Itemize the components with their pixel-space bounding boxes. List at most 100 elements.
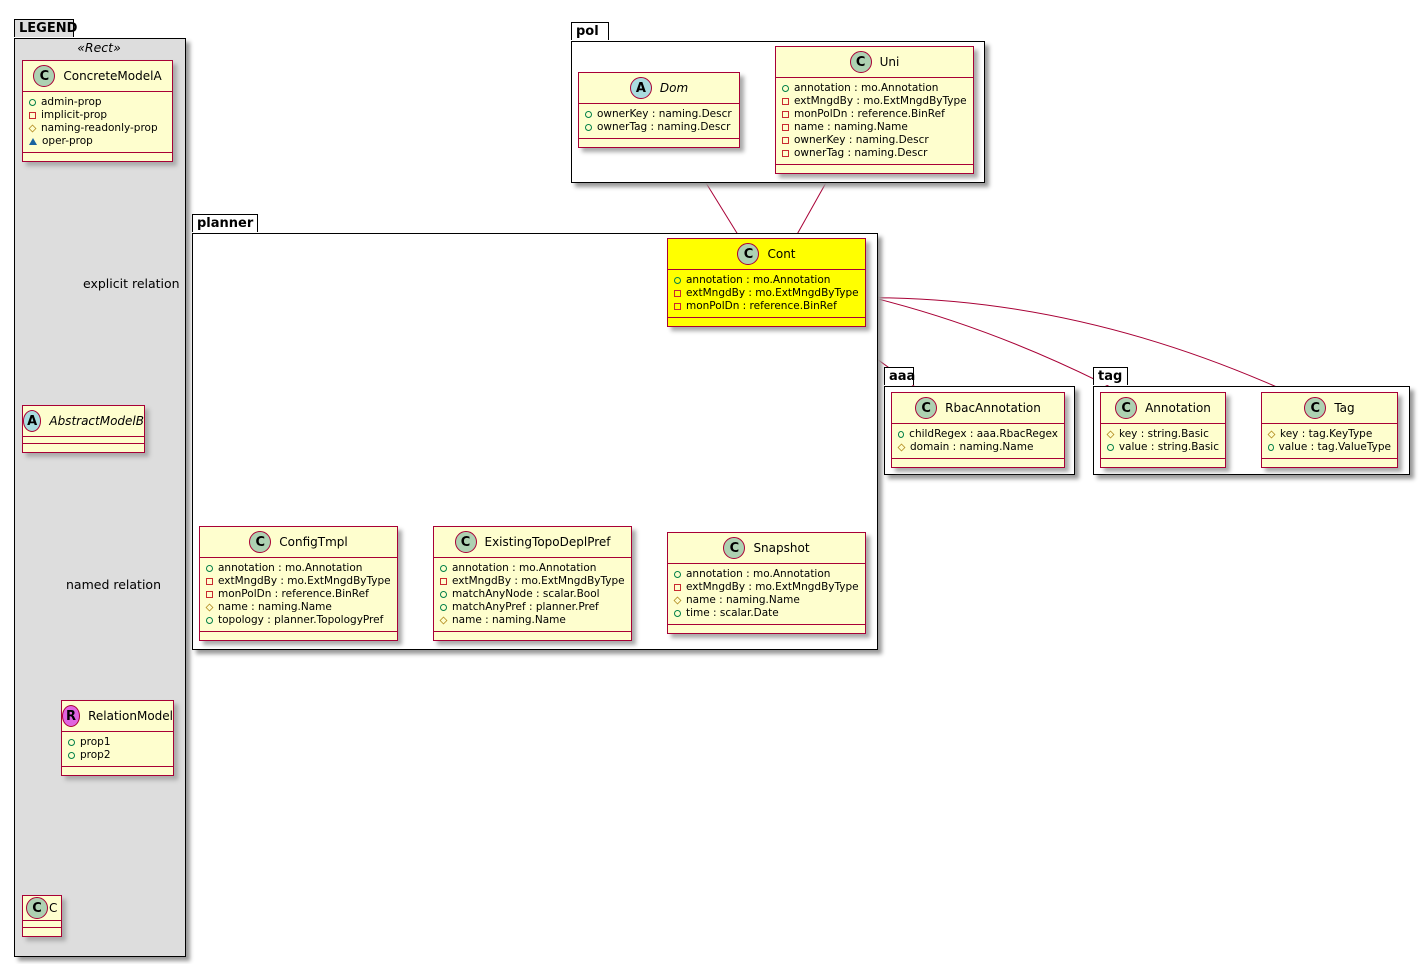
class-attributes (23, 921, 61, 928)
attribute: naming-readonly-prop (28, 122, 166, 135)
attribute-text: matchAnyPref : planner.Pref (452, 601, 599, 613)
class-methods (668, 625, 865, 633)
class-methods (434, 632, 631, 640)
attribute: annotation : mo.Annotation (674, 274, 859, 287)
visibility-minus-icon (29, 112, 36, 119)
attribute: name : naming.Name (673, 594, 859, 607)
class-methods (776, 165, 973, 173)
attribute-text: admin-prop (41, 96, 102, 108)
composition-edge (879, 298, 1121, 393)
visibility-minus-icon (782, 124, 789, 131)
attribute: implicit-prop (29, 109, 166, 122)
attribute: admin-prop (29, 96, 166, 109)
class-attributes (23, 437, 144, 444)
attribute-text: key : tag.KeyType (1280, 428, 1373, 440)
attribute-text: annotation : mo.Annotation (686, 568, 831, 580)
class-methods (200, 632, 397, 640)
visibility-plus-icon (440, 565, 447, 572)
attribute-text: key : string.Basic (1119, 428, 1209, 440)
attribute-text: annotation : mo.Annotation (686, 274, 831, 286)
visibility-minus-icon (674, 290, 681, 297)
attribute: annotation : mo.Annotation (206, 562, 391, 575)
relation-icon: R (62, 705, 81, 727)
attribute: time : scalar.Date (674, 607, 859, 620)
visibility-minus-icon (674, 584, 681, 591)
visibility-plus-icon (585, 111, 592, 118)
attribute: domain : naming.Name (897, 441, 1058, 454)
package-stereotype: «Rect» (77, 40, 121, 55)
attribute-text: time : scalar.Date (686, 607, 779, 619)
visibility-hash-icon (28, 124, 37, 133)
visibility-plus-icon (440, 604, 447, 611)
class-methods (23, 444, 144, 452)
visibility-plus-icon (1107, 444, 1114, 451)
visibility-hash-icon (673, 596, 682, 605)
attribute: monPolDn : reference.BinRef (674, 300, 859, 313)
attribute: matchAnyPref : planner.Pref (440, 601, 625, 614)
attribute-text: prop1 (80, 736, 111, 748)
package-label: tag (1093, 367, 1128, 385)
attribute-text: extMngdBy : mo.ExtMngdByType (218, 575, 391, 587)
visibility-plus-icon (29, 99, 36, 106)
attribute: extMngdBy : mo.ExtMngdByType (206, 575, 391, 588)
attribute-text: annotation : mo.Annotation (794, 82, 939, 94)
attribute-text: monPolDn : reference.BinRef (794, 108, 945, 120)
attribute-text: ownerKey : naming.Descr (597, 108, 732, 120)
attribute-text: topology : planner.TopologyPref (218, 614, 384, 626)
attribute: value : tag.ValueType (1268, 441, 1391, 454)
visibility-minus-icon (782, 150, 789, 157)
attribute-text: name : naming.Name (452, 614, 566, 626)
attribute-text: ownerTag : naming.Descr (794, 147, 928, 159)
visibility-plus-icon (1268, 444, 1274, 451)
attribute-text: childRegex : aaa.RbacRegex (909, 428, 1058, 440)
attribute-text: extMngdBy : mo.ExtMngdByType (794, 95, 967, 107)
attribute-text: name : naming.Name (218, 601, 332, 613)
visibility-minus-icon (674, 303, 681, 310)
attribute: value : string.Basic (1107, 441, 1219, 454)
class-icon: C (915, 397, 938, 419)
package-legend (14, 38, 186, 957)
class-icon: C (1304, 397, 1327, 419)
class-name: Cont (767, 247, 796, 261)
class-icon: C (33, 65, 56, 87)
attribute: name : naming.Name (439, 614, 625, 627)
visibility-plus-icon (206, 617, 213, 624)
class-methods (1262, 459, 1397, 467)
attribute: oper-prop (29, 135, 166, 148)
attribute-text: monPolDn : reference.BinRef (686, 300, 837, 312)
attribute-text: extMngdBy : mo.ExtMngdByType (686, 581, 859, 593)
attribute-text: matchAnyNode : scalar.Bool (452, 588, 600, 600)
class-name: Snapshot (753, 541, 810, 555)
attribute-text: annotation : mo.Annotation (218, 562, 363, 574)
class-name: Annotation (1145, 401, 1211, 415)
attribute-text: monPolDn : reference.BinRef (218, 588, 369, 600)
visibility-tilde-icon (29, 138, 37, 145)
class-name: AbstractModelB (49, 414, 144, 428)
class-icon: C (26, 897, 48, 919)
visibility-hash-icon (1267, 430, 1276, 439)
visibility-hash-icon (1106, 430, 1115, 439)
visibility-plus-icon (674, 610, 681, 617)
